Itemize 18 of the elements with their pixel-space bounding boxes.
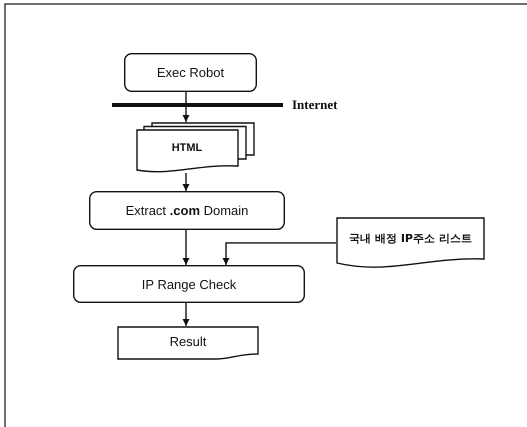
node-text: Result <box>170 334 206 348</box>
node-text: Extract .com Domain <box>126 203 248 218</box>
arrow <box>182 303 190 326</box>
document-stack <box>136 122 255 173</box>
process-box <box>89 191 285 230</box>
process-box <box>124 53 257 92</box>
arrow <box>182 173 190 191</box>
process-box <box>73 265 305 303</box>
node-text: HTML <box>172 142 202 154</box>
document-shape <box>336 217 485 271</box>
node-text: IP Range Check <box>142 276 236 292</box>
arrow <box>182 230 190 265</box>
node-text: Exec Robot <box>156 65 224 80</box>
document-shape <box>117 326 259 360</box>
arrow <box>182 92 190 122</box>
arrow <box>222 242 336 265</box>
network-label: Internet <box>292 97 338 113</box>
node-text: 국내 배정 IP주소 리스트 <box>349 230 472 246</box>
